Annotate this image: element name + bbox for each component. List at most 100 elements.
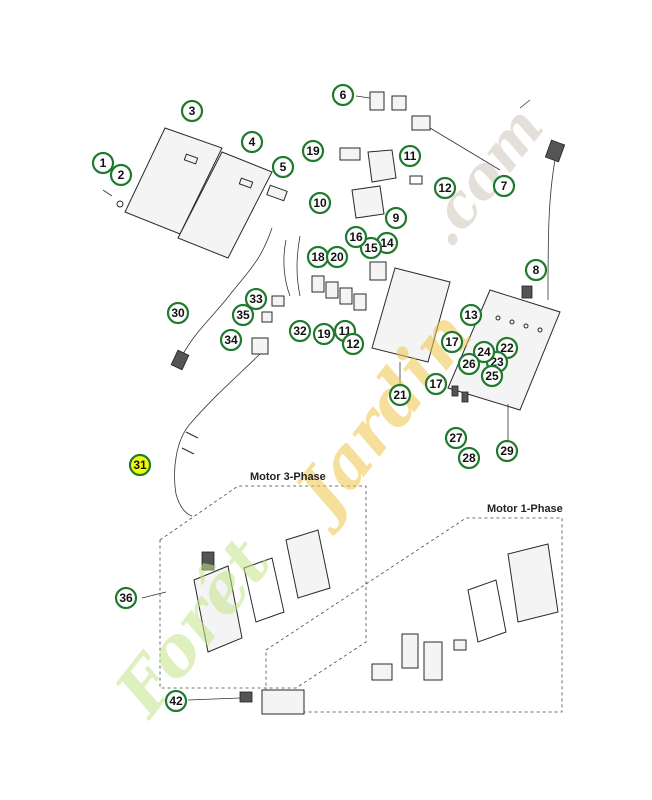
connector-34 <box>251 337 269 355</box>
callout-3[interactable]: 3 <box>180 99 204 123</box>
svg-text:4: 4 <box>249 135 256 149</box>
svg-text:10: 10 <box>313 196 327 210</box>
callout-16[interactable]: 16 <box>344 225 368 249</box>
svg-text:15: 15 <box>364 241 378 255</box>
callout-1[interactable]: 1 <box>91 151 115 175</box>
callout-25[interactable]: 25 <box>480 364 504 388</box>
cable-harness <box>283 235 301 297</box>
cable-top <box>547 159 556 301</box>
callout-19a[interactable]: 19 <box>301 139 325 163</box>
callout-15[interactable]: 15 <box>359 236 383 260</box>
svg-text:3: 3 <box>189 104 196 118</box>
callout-12a[interactable]: 12 <box>433 176 457 200</box>
contactor-11 <box>367 149 397 183</box>
connector-33 <box>271 295 285 307</box>
callout-27[interactable]: 27 <box>444 426 468 450</box>
callout-8[interactable]: 8 <box>524 258 548 282</box>
panel-terminals <box>495 315 543 333</box>
callout-20[interactable]: 20 <box>325 245 349 269</box>
relay-10 <box>351 185 385 219</box>
svg-text:27: 27 <box>449 431 463 445</box>
svg-text:9: 9 <box>393 211 400 225</box>
terminal-box-42 <box>261 689 305 715</box>
svg-text:30: 30 <box>171 306 185 320</box>
switch-19 <box>339 147 361 161</box>
callout-24[interactable]: 24 <box>472 340 496 364</box>
svg-text:33: 33 <box>249 292 263 306</box>
callout-6[interactable]: 6 <box>331 83 355 107</box>
svg-text:19: 19 <box>306 144 320 158</box>
callout-36[interactable]: 36 <box>114 586 138 610</box>
callout-30[interactable]: 30 <box>166 301 190 325</box>
leader-36 <box>141 591 167 599</box>
washer-2 <box>116 200 124 208</box>
svg-text:32: 32 <box>293 324 307 338</box>
plate-label-3 <box>183 153 199 165</box>
svg-text:42: 42 <box>169 694 183 708</box>
callout-35[interactable]: 35 <box>231 303 255 327</box>
cable-tip <box>519 99 531 109</box>
svg-text:12: 12 <box>346 337 360 351</box>
callout-34[interactable]: 34 <box>219 328 243 352</box>
part-5-block <box>266 184 288 202</box>
fuse-8 <box>521 285 533 299</box>
motor3-group-box <box>159 485 367 689</box>
svg-text:31: 31 <box>133 458 147 472</box>
callout-4[interactable]: 4 <box>240 130 264 154</box>
cover-plate-4 <box>177 151 273 259</box>
svg-text:7: 7 <box>501 179 508 193</box>
svg-text:17: 17 <box>429 377 443 391</box>
callout-31[interactable]: 31 <box>128 453 152 477</box>
callout-11a[interactable]: 11 <box>398 144 422 168</box>
svg-text:5: 5 <box>280 160 287 174</box>
svg-text:18: 18 <box>311 250 325 264</box>
svg-text:14: 14 <box>380 236 394 250</box>
callout-42[interactable]: 42 <box>164 689 188 713</box>
screw-1 <box>102 189 113 197</box>
cable-30 <box>181 227 273 357</box>
motor1-cover <box>507 543 559 623</box>
leader-7 <box>429 127 501 171</box>
callout-2[interactable]: 2 <box>109 163 133 187</box>
watermark-brand-a: Forêt <box>99 523 287 732</box>
callout-28[interactable]: 28 <box>457 446 481 470</box>
svg-text:1: 1 <box>100 156 107 170</box>
capacitor-a <box>401 633 419 669</box>
svg-text:36: 36 <box>119 591 133 605</box>
callout-12b[interactable]: 12 <box>341 332 365 356</box>
callout-7[interactable]: 7 <box>492 174 516 198</box>
callout-19b[interactable]: 19 <box>312 322 336 346</box>
callout-26[interactable]: 26 <box>457 352 481 376</box>
callout-18[interactable]: 18 <box>306 245 330 269</box>
gland-36 <box>201 551 215 571</box>
svg-text:21: 21 <box>393 388 407 402</box>
callout-33[interactable]: 33 <box>244 287 268 311</box>
svg-text:12: 12 <box>438 181 452 195</box>
svg-text:17: 17 <box>445 335 459 349</box>
callout-10[interactable]: 10 <box>308 191 332 215</box>
callout-9[interactable]: 9 <box>384 206 408 230</box>
svg-text:28: 28 <box>462 451 476 465</box>
connector-35 <box>261 311 273 323</box>
callout-17b[interactable]: 17 <box>424 372 448 396</box>
capacitor-b <box>423 641 443 681</box>
callout-5[interactable]: 5 <box>271 155 295 179</box>
plug-30 <box>170 349 190 371</box>
svg-text:22: 22 <box>500 341 514 355</box>
board-21 <box>371 267 451 363</box>
svg-text:2: 2 <box>118 168 125 182</box>
callout-29[interactable]: 29 <box>495 439 519 463</box>
callouts: 1 2 3 4 5 6 7 8 9 10 11 11 12 12 13 14 1… <box>91 83 548 713</box>
callout-32[interactable]: 32 <box>288 319 312 343</box>
plug-top <box>544 139 566 163</box>
callout-17a[interactable]: 17 <box>440 330 464 354</box>
svg-text:24: 24 <box>477 345 491 359</box>
callout-13[interactable]: 13 <box>459 303 483 327</box>
motor3-housing <box>193 565 243 653</box>
leader-42 <box>187 697 241 701</box>
svg-text:34: 34 <box>224 333 238 347</box>
svg-text:8: 8 <box>533 263 540 277</box>
callout-21[interactable]: 21 <box>388 383 412 407</box>
svg-text:35: 35 <box>236 308 250 322</box>
